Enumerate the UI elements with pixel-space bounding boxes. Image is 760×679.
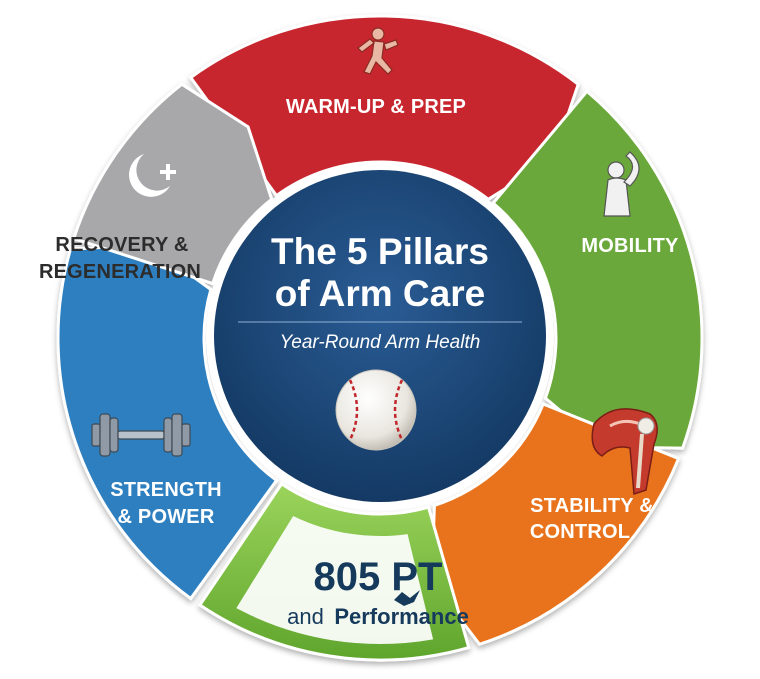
segment-stability: STABILITY & CONTROL [530,495,654,543]
brand-panel [236,515,434,644]
center-subtitle: Year-Round Arm Health [280,332,481,353]
pillars-ring [56,14,704,662]
moon-plus-icon [129,154,176,197]
segment-label-warmup: WARM-UP & PREP [286,96,466,118]
brand-logo: 805 PT and Performance [287,555,469,629]
segment-recovery: RECOVERY & REGENERATION [39,234,201,283]
brand-name: 805 PT [314,555,443,599]
segment-label-stability-2: CONTROL [530,521,630,543]
ring-segment-mobility [491,89,704,450]
segment-label-stability-1: STABILITY & [530,495,654,517]
shoulder-muscle-icon [591,408,658,496]
bird-icon [394,590,420,606]
brand-tagline: and Performance [287,604,469,629]
segment-warmup: WARM-UP & PREP [286,96,466,118]
segment-label-strength-2: & POWER [118,506,215,528]
segment-mobility: MOBILITY [581,235,679,257]
ring-segment-recovery [71,82,274,286]
segment-label-strength-1: STRENGTH [110,479,222,501]
dumbbell-icon [91,413,191,457]
segment-label-mobility: MOBILITY [581,235,679,257]
segment-strength: STRENGTH & POWER [110,479,222,528]
segment-label-recovery-2: REGENERATION [39,261,201,283]
running-man-icon [357,27,399,75]
ring-segment-stability [430,401,681,646]
center-title-line1: The 5 Pillars [271,231,489,272]
center-title-line2: of Arm Care [275,273,485,314]
segment-label-recovery-1: RECOVERY & [55,234,188,256]
arm-stretch-icon [603,151,640,217]
baseball-icon [335,369,417,451]
center-hub: The 5 Pillars of Arm Care Year-Round Arm… [206,162,554,510]
